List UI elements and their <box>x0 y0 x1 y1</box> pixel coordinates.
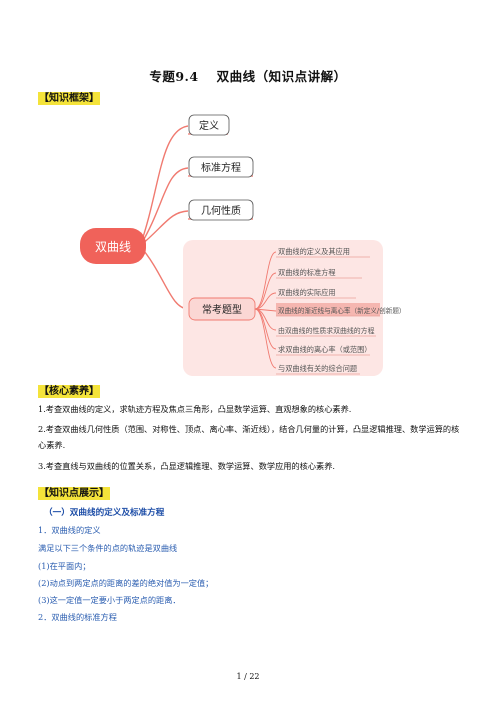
node-geometric-properties <box>188 199 254 221</box>
page-indicator: 1 / 22 <box>236 672 260 681</box>
type-item: 与双曲线有关的综合问题 <box>278 364 357 373</box>
type-item: 求双曲线的离心率（或范围） <box>278 345 371 354</box>
node-standard-equation <box>188 156 254 178</box>
core-item: 3.考查直线与双曲线的位置关系，凸显逻辑推理、数学运算、数学应用的核心素养. <box>38 461 335 471</box>
node-definition-label: 定义 <box>199 119 219 132</box>
page-title: 专题9.4 双曲线（知识点讲解） <box>0 66 496 85</box>
body-line: (1)在平面内； <box>38 561 91 571</box>
title-text: 双曲线（知识点讲解） <box>216 69 347 84</box>
section-display: 【知识点展示】 <box>38 487 110 500</box>
type-item: 双曲线的渐近线与离心率（新定义/创新题） <box>278 306 406 315</box>
section-framework: 【知识框架】 <box>38 92 100 105</box>
body-line: 2．双曲线的标准方程 <box>38 612 117 622</box>
node-standard-equation-label: 标准方程 <box>201 161 241 174</box>
title-number: 专题9.4 <box>149 69 199 84</box>
node-common-types-label: 常考题型 <box>202 303 242 316</box>
sub-heading: （一）双曲线的定义及标准方程 <box>44 508 165 518</box>
type-item: 双曲线的定义及其应用 <box>278 247 350 256</box>
highlighted-type-row <box>276 303 380 316</box>
branch-geometric-properties <box>139 210 189 247</box>
body-line: (3)这一定值一定要小于两定点的距离． <box>38 595 181 605</box>
branch-standard-equation <box>139 167 189 247</box>
core-item: 1.考查双曲线的定义，求轨迹方程及焦点三角形，凸显数学运算、直观想象的核心素养. <box>38 404 352 414</box>
node-definition <box>188 114 230 136</box>
body-line: 1．双曲线的定义 <box>38 525 101 535</box>
core-item: 2.考查双曲线几何性质（范围、对称性、顶点、离心率、渐近线），结合几何量的计算，… <box>38 424 460 450</box>
center-node <box>80 228 146 264</box>
center-node-label: 双曲线 <box>95 240 131 254</box>
body-line: 满足以下三个条件的点的轨迹是双曲线 <box>38 543 178 553</box>
body-line: (2)动点到两定点的距离的差的绝对值为一定值； <box>38 578 214 588</box>
type-item: 双曲线的实际应用 <box>278 288 336 297</box>
section-core: 【核心素养】 <box>38 385 100 398</box>
type-item: 由双曲线的性质求双曲线的方程 <box>278 326 375 335</box>
branch-definition <box>139 125 189 247</box>
type-item: 双曲线的标准方程 <box>278 268 336 277</box>
node-geometric-properties-label: 几何性质 <box>201 204 241 217</box>
branch-common-types <box>139 245 189 310</box>
